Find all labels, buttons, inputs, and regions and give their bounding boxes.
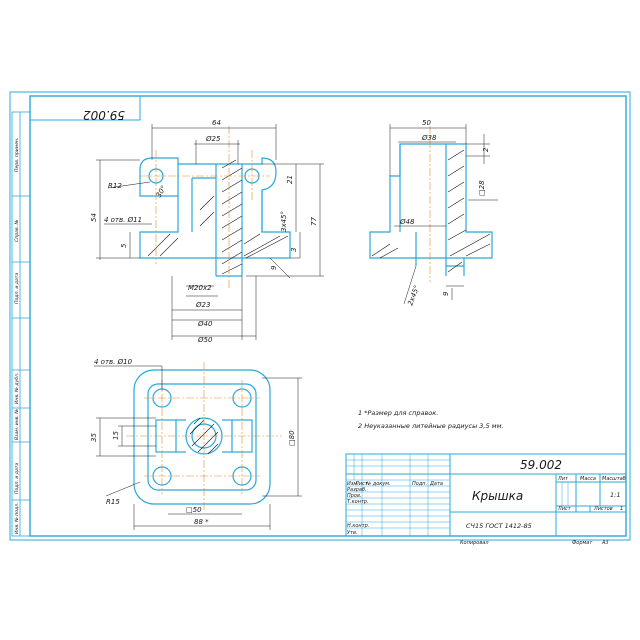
dim-top-sq50: □50 [186, 506, 202, 514]
dim-front-21: 21 [286, 175, 294, 184]
dim-front-r12: R12 [108, 182, 122, 190]
tb-podp: Подп. [412, 481, 427, 487]
side-label-podp1: Подп. и дата [14, 273, 20, 304]
dim-side-d38: Ø38 [421, 134, 437, 142]
tb-data: Дата [429, 481, 443, 487]
dim-top-r15: R15 [106, 498, 120, 506]
note-1: 1 *Размер для справок. [358, 409, 438, 417]
dim-front-d25: Ø25 [205, 135, 221, 143]
dim-front-77: 77 [310, 217, 318, 226]
note-2: 2 Неуказанные литейные радиусы 3,5 мм. [358, 422, 504, 430]
dim-top-15: 15 [112, 431, 120, 440]
tb-scale-value: 1:1 [610, 491, 620, 499]
tb-list: Лист [557, 506, 572, 512]
dim-front-3: 3 [290, 248, 298, 252]
dim-top-holes: 4 отв. Ø10 [94, 358, 133, 366]
side-column [11, 111, 31, 537]
dim-front-thread: M20x2 [188, 284, 212, 292]
dim-side-d48: Ø48 [399, 218, 415, 226]
tb-material: СЧ15 ГОСТ 1412-85 [466, 522, 532, 530]
dim-front-d50: Ø50 [197, 336, 213, 344]
dim-front-3x45: 3x45° [280, 211, 288, 232]
tb-massa: Масса [580, 476, 596, 482]
dim-side-2: 2 [482, 147, 490, 152]
tb-n-kontr: Н.контр. [347, 523, 369, 529]
tb-lit: Лит [557, 476, 569, 482]
tb-listov: Листов [593, 506, 613, 512]
side-label-inv-dubl: Инв. № дубл. [14, 373, 20, 404]
side-column-labels: Перв. примен. Справ. № Подп. и дата Инв.… [14, 138, 20, 535]
dim-top-sq80: □80 [288, 430, 296, 446]
dim-front-holes: 4 отв. Ø11 [104, 216, 142, 224]
tb-doc-code: 59.002 [520, 458, 562, 472]
dim-front-d23: Ø23 [195, 301, 210, 309]
dim-front-d40: Ø40 [197, 320, 213, 328]
top-view: 4 отв. Ø10 35 15 R15 □50 □80 88 * [90, 358, 302, 530]
tb-format: Формат [572, 540, 593, 546]
dim-top-88: 88 * [194, 518, 209, 526]
dim-front-64: 64 [212, 119, 221, 127]
tb-izm: Изм [347, 481, 357, 487]
tb-razrab: Разраб. [347, 487, 367, 493]
tb-t-kontr: Т.контр. [347, 499, 369, 505]
title-block-text: 59.002 Крышка СЧ15 ГОСТ 1412-85 Лит Масс… [347, 458, 626, 546]
side-label-inv-podl: Инв. № подл. [14, 502, 20, 534]
dim-front-54: 54 [90, 213, 98, 222]
side-label-vzam: Взам. инв. № [14, 409, 20, 440]
tb-prov: Пров. [347, 493, 362, 499]
tb-list-col: Лист [354, 481, 369, 487]
title-block [345, 453, 627, 537]
dim-front-30deg: 30° [155, 184, 168, 199]
stamp-code: 59.002 [83, 108, 125, 122]
tb-masshtab: Масштаб [602, 476, 626, 482]
dim-side-2x45: 2x45° [406, 284, 421, 306]
tb-format-value: A3 [601, 540, 609, 546]
side-label-podp2: Подп. и дата [14, 463, 20, 494]
dim-side-9: 9 [442, 291, 450, 296]
side-label-sprav: Справ. № [14, 219, 20, 242]
outer-frame [9, 91, 631, 541]
tb-part-name: Крышка [472, 489, 523, 503]
tb-utv: Утв. [347, 530, 358, 536]
dim-front-9: 9 [270, 265, 278, 270]
tb-kopiroval: Копировал [460, 540, 489, 546]
dim-side-50: 50 [422, 119, 431, 127]
dim-side-sq28: □28 [478, 180, 486, 196]
tb-doc-no: № докум. [365, 481, 391, 487]
front-view: 64 Ø25 R12 30° 4 отв. Ø11 54 5 21 77 3x4… [90, 119, 324, 344]
dim-top-35: 35 [90, 433, 98, 442]
side-label-perv: Перв. примен. [14, 138, 20, 173]
side-view: 50 Ø38 2 □28 Ø48 2x45° 9 [369, 119, 498, 307]
stamp-box [29, 95, 141, 121]
dim-front-5: 5 [120, 243, 128, 248]
tb-listov-value: 1 [620, 506, 623, 512]
